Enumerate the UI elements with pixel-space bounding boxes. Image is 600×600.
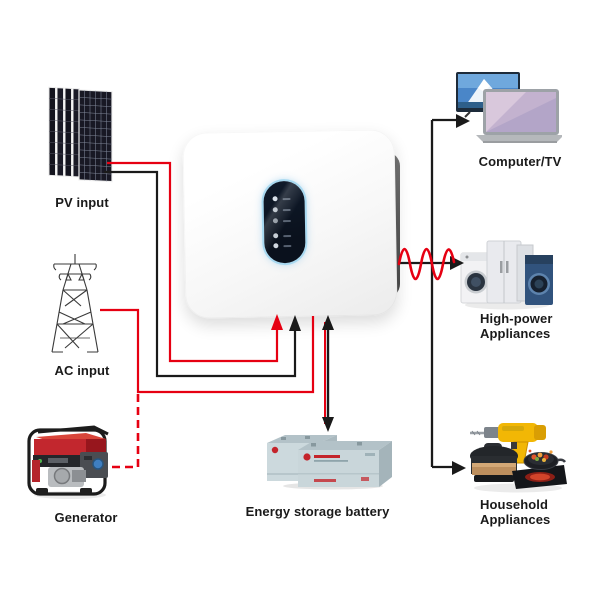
washing-machine-icon xyxy=(460,252,492,304)
laptop-icon xyxy=(476,89,562,143)
solar-panel-icon xyxy=(48,86,113,183)
battery-arrowhead-down xyxy=(322,417,334,432)
pv-negative-line xyxy=(104,170,297,378)
induction-cooker-icon xyxy=(512,449,567,489)
battery-arrowhead-up xyxy=(322,315,334,330)
generator-dashed-line xyxy=(112,394,140,469)
rice-cooker-icon xyxy=(470,443,518,482)
household-line2: Appliances xyxy=(480,512,551,527)
energy-storage-battery-icon xyxy=(267,435,392,490)
solar-panel-front xyxy=(78,89,113,183)
front-load-washer-icon xyxy=(525,255,553,305)
computer-tv-icon xyxy=(456,72,562,143)
ac-sine-wave xyxy=(397,247,456,281)
generator-label: Generator xyxy=(54,510,118,525)
pv-negative-arrowhead xyxy=(289,315,301,331)
battery-front xyxy=(298,441,392,487)
transmission-tower-icon xyxy=(51,254,99,353)
ac-input-label: AC input xyxy=(54,363,110,378)
computer-arrowhead xyxy=(456,114,470,128)
household-appliances-label: Household Appliances xyxy=(480,497,590,527)
pv-input-label: PV input xyxy=(55,195,109,210)
high-power-line1: High-power xyxy=(480,311,553,326)
household-appliances-icon xyxy=(470,423,567,493)
pv-positive-line xyxy=(107,161,279,363)
pv-positive-arrowhead xyxy=(271,314,283,330)
ac-input-line xyxy=(100,308,315,394)
high-power-appliances-label: High-power Appliances xyxy=(480,311,590,341)
energy-storage-battery-label: Energy storage battery xyxy=(245,504,390,519)
household-line1: Household xyxy=(480,497,549,512)
computer-tv-label: Computer/TV xyxy=(478,154,562,169)
high-power-appliances-icon xyxy=(460,240,553,310)
high-power-line2: Appliances xyxy=(480,326,551,341)
generator-icon xyxy=(27,425,109,499)
household-arrowhead xyxy=(452,461,466,475)
